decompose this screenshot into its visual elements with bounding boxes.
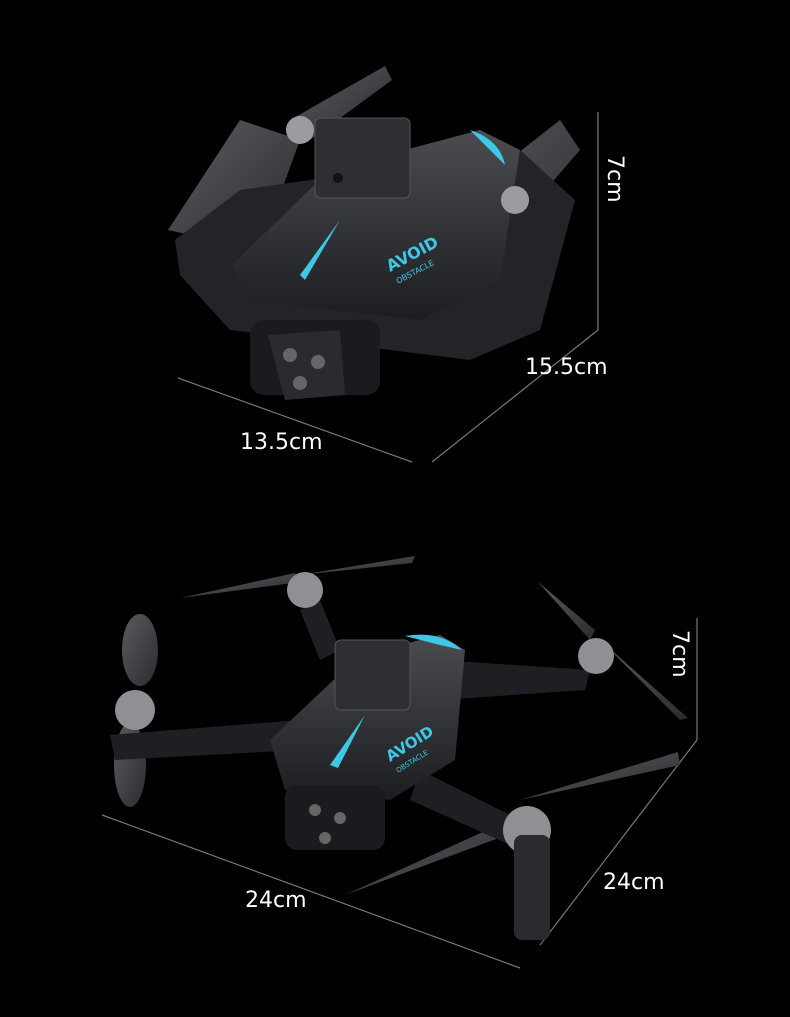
unfolded-drone: AVOID OBSTACLE	[110, 556, 688, 940]
unfolded-width-label: 24cm	[245, 888, 307, 913]
folded-length-label: 15.5cm	[525, 355, 608, 380]
dimension-lines	[101, 112, 698, 969]
folded-width-label: 13.5cm	[240, 430, 323, 455]
folded-height-label: 7cm	[602, 155, 627, 203]
folded-drone: AVOID OBSTACLE	[168, 66, 580, 400]
unfolded-length-label: 24cm	[603, 870, 665, 895]
unfolded-height-label: 7cm	[667, 630, 692, 678]
